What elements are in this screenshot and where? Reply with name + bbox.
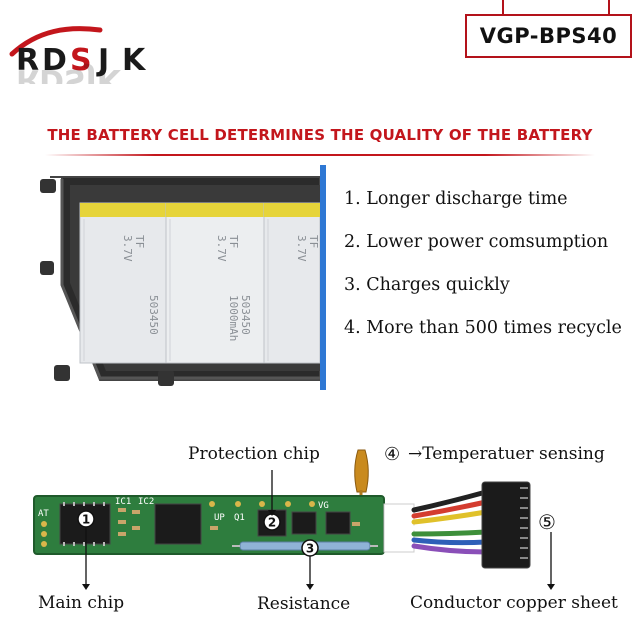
marker-protection-chip: 2 (268, 516, 276, 530)
marker-temperature: ④ (384, 444, 401, 465)
cell-print-3: TF (307, 235, 320, 248)
cell-print-1: TF (133, 235, 146, 248)
cell-print-2b: 3.7V (215, 235, 228, 262)
feature-item-1: 1. Longer discharge time (344, 189, 568, 209)
svg-text:S: S (70, 43, 92, 78)
protection-board-image: IC1 IC2 UP Q1 VG AT 1 2 3 (0, 430, 640, 590)
marker-main-chip: 1 (82, 513, 90, 527)
silk-up: UP (214, 513, 225, 523)
brand-logo: R D S J K RDSJK (8, 24, 178, 97)
battery-pack-image: TF 3.7V 503450 TF 3.7V 503450 1000mAh TF… (40, 165, 340, 390)
silk-at: AT (38, 509, 49, 519)
feature-item-2: 2. Lower power comsumption (344, 232, 609, 252)
marker-resistance: 3 (306, 542, 314, 556)
svg-text:K: K (122, 43, 147, 78)
model-number: VGP-BPS40 (479, 24, 618, 48)
marker-conductor: ⑤ (538, 510, 556, 534)
label-protection-chip: Protection chip (188, 444, 320, 464)
feature-item-3: 3. Charges quickly (344, 275, 510, 295)
silk-ic1: IC1 (115, 497, 131, 507)
svg-text:R: R (16, 43, 39, 78)
label-resistance: Resistance (257, 594, 351, 614)
label-main-chip: Main chip (38, 593, 125, 613)
cell-print-2c: 503450 (239, 295, 252, 335)
silk-vg: VG (318, 501, 329, 511)
label-conductor-copper-sheet: Conductor copper sheet (410, 593, 618, 613)
feature-item-4: 4. More than 500 times recycle (344, 318, 622, 338)
cell-print-2: TF (227, 235, 240, 248)
label-temperature-sensing: →Temperatuer sensing (408, 444, 605, 464)
svg-text:RDSJK: RDSJK (16, 62, 122, 84)
tagline-underline (45, 154, 595, 156)
tagline: THE BATTERY CELL DETERMINES THE QUALITY … (47, 126, 593, 144)
svg-text:J: J (96, 43, 109, 78)
cell-print-2d: 1000mAh (227, 295, 240, 341)
silk-q1: Q1 (234, 513, 245, 523)
cell-print-1c: 503450 (147, 295, 160, 335)
cell-print-3b: 3.7V (295, 235, 308, 262)
cell-print-1b: 3.7V (121, 235, 134, 262)
silk-ic2: IC2 (138, 497, 154, 507)
model-badge: VGP-BPS40 (465, 14, 632, 58)
svg-text:D: D (42, 43, 67, 78)
